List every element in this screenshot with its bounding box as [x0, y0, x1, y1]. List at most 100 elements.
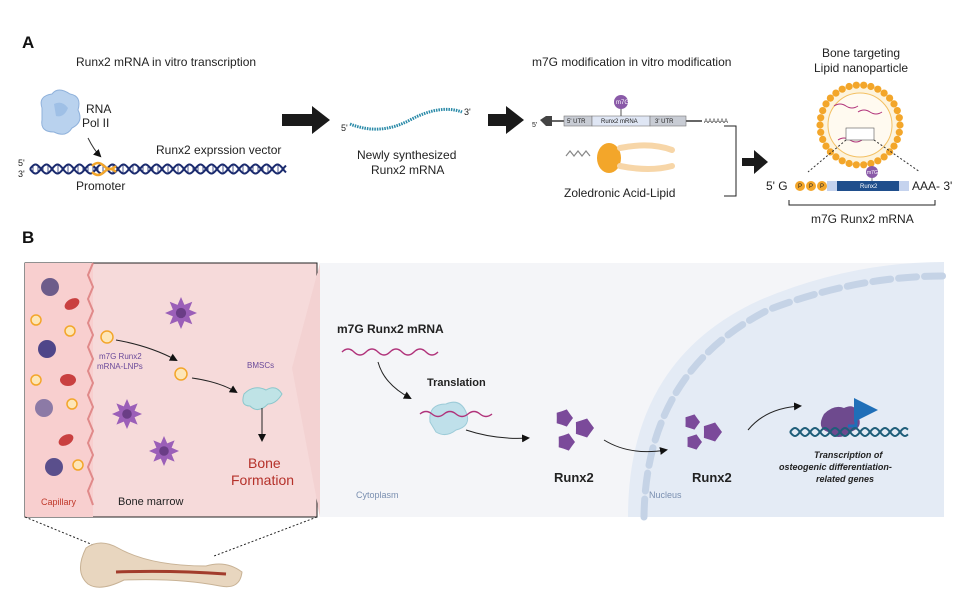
- final-m7g-badge-icon: [866, 166, 878, 178]
- runx2-protein-cluster-nucleus: [685, 414, 722, 450]
- lipid-bead: [817, 114, 825, 122]
- lipid-bead: [826, 148, 835, 156]
- lipid-bead: [874, 85, 882, 93]
- lipid-bead: [860, 81, 868, 89]
- bone-marrow-label: Bone marrow: [118, 496, 183, 508]
- runx2-protein-icon: [575, 418, 594, 438]
- runx2-protein-icon: [703, 422, 722, 442]
- capillary-region: [25, 263, 93, 517]
- final-bracket: [788, 200, 936, 206]
- lipid-bead: [832, 153, 840, 161]
- lipid-bead: [852, 161, 860, 169]
- bone-line1: Bone: [248, 455, 281, 471]
- lipid-bead: [895, 114, 903, 122]
- lipid-bead: [822, 142, 830, 150]
- lipid-bead: [838, 85, 846, 93]
- lipid-bead: [852, 81, 860, 89]
- lipid-bead: [860, 161, 868, 169]
- lipid-tail-zigzag: [565, 150, 591, 157]
- zoledronic-label: Zoledronic Acid-Lipid: [564, 186, 675, 200]
- final-aaa: AAA- 3': [912, 179, 952, 193]
- vessel-wall: [86, 262, 95, 506]
- rna-pol-ii-icon: [40, 89, 81, 135]
- lipid-bead: [896, 121, 904, 129]
- vector-label: Runx2 exprssion vector: [156, 143, 281, 157]
- runx2-cyto-label: Runx2: [554, 470, 594, 485]
- cytoplasm-label: Cytoplasm: [356, 490, 399, 500]
- cds-label: Runx2 mRNA: [601, 119, 638, 125]
- leukocyte-icon: [35, 399, 53, 417]
- flow-arrow-3: [742, 150, 768, 174]
- lipid-bead: [867, 159, 875, 168]
- newly-mrna-strand: [349, 107, 463, 131]
- lipid-bead: [895, 128, 903, 136]
- lnp-label-line1: m7G Runx2: [99, 352, 142, 361]
- combine-bracket: [724, 125, 737, 197]
- runx2-protein-icon: [687, 434, 702, 450]
- runx2-protein-cluster-cyto: [556, 409, 594, 451]
- lipid-bead: [886, 94, 894, 102]
- bmsc-cell-icon: [242, 387, 283, 410]
- lnp-particle-icon: [100, 330, 114, 344]
- gene-dna-helix: [789, 426, 909, 438]
- zoledronic-head-icon: [597, 143, 621, 173]
- runx2-on-dna-icon: [820, 406, 860, 437]
- transcription-line1: Transcription of: [814, 450, 883, 460]
- final-caption: m7G Runx2 mRNA: [811, 212, 914, 226]
- newly-line2: Runx2 mRNA: [371, 163, 444, 177]
- lnp-particle-icon: [174, 367, 188, 381]
- cyto-mrna-strand: [341, 348, 439, 356]
- rna-pol-line1: RNA: [86, 102, 111, 116]
- lipid-bead: [816, 121, 824, 129]
- cap-badge-label: m7G: [616, 100, 629, 106]
- lnp-particle-icon: [64, 325, 76, 337]
- leukocyte-icon: [45, 458, 63, 476]
- nuclear-envelope: [640, 272, 948, 521]
- modification-title: m7G modification in vitro modification: [532, 55, 731, 69]
- dna-3-prime: 3': [18, 169, 25, 179]
- lipid-bead: [845, 82, 853, 91]
- lipid-nanoparticle-icon: [816, 81, 904, 169]
- red-blood-cell-icon: [64, 298, 80, 310]
- transcription-title: Runx2 mRNA in vitro transcription: [76, 55, 256, 69]
- rna-pol-line2: Pol II: [82, 116, 109, 130]
- translation-label: Translation: [427, 377, 486, 389]
- lnp-particle-icon: [66, 398, 78, 410]
- final-cap-label: m7G: [867, 170, 878, 176]
- cyto-mrna-title: m7G Runx2 mRNA: [337, 322, 444, 336]
- promoter-label: Promoter: [76, 179, 125, 193]
- utr5-label: 5' UTR: [567, 119, 586, 125]
- lipid-bead: [832, 89, 840, 97]
- lipid-bead: [867, 82, 875, 91]
- runx2-protein-icon: [558, 433, 575, 451]
- lnp-particle-icon: [30, 314, 42, 326]
- lipid-bead: [880, 153, 888, 161]
- runx2-protein-icon: [685, 414, 700, 430]
- lipid-bead: [890, 142, 898, 150]
- newly-line1: Newly synthesized: [357, 148, 456, 162]
- runx2-nuc-label: Runx2: [692, 470, 732, 485]
- dna-helix: [29, 163, 287, 175]
- utr3-label: 3' UTR: [655, 119, 674, 125]
- lipid-bead: [893, 107, 901, 115]
- transcription-line2: osteogenic differentiation-: [779, 462, 892, 472]
- lipid-bead: [819, 107, 827, 115]
- ribosome-icon: [429, 401, 469, 436]
- lipid-bead: [838, 157, 846, 165]
- final-runx2-label: Runx2: [860, 184, 878, 190]
- mrna-3-prime: 3': [464, 107, 471, 117]
- capillary-label: Capillary: [41, 497, 77, 507]
- lnp-label-line2: mRNA-LNPs: [97, 362, 143, 371]
- panel-a-label: A: [22, 33, 34, 52]
- lnp-particle-icon: [30, 374, 42, 386]
- polya-label: AAAAAA: [704, 119, 728, 125]
- red-blood-cell-icon: [60, 374, 76, 386]
- lipid-bead: [822, 100, 830, 108]
- nucleus-label: Nucleus: [649, 490, 682, 500]
- final-p1: P: [798, 184, 802, 190]
- femur-bone-icon: [80, 542, 243, 588]
- lnp-title-line2: Lipid nanoparticle: [814, 61, 908, 75]
- transcription-line3: related genes: [816, 474, 874, 484]
- bmscs-label: BMSCs: [247, 361, 274, 370]
